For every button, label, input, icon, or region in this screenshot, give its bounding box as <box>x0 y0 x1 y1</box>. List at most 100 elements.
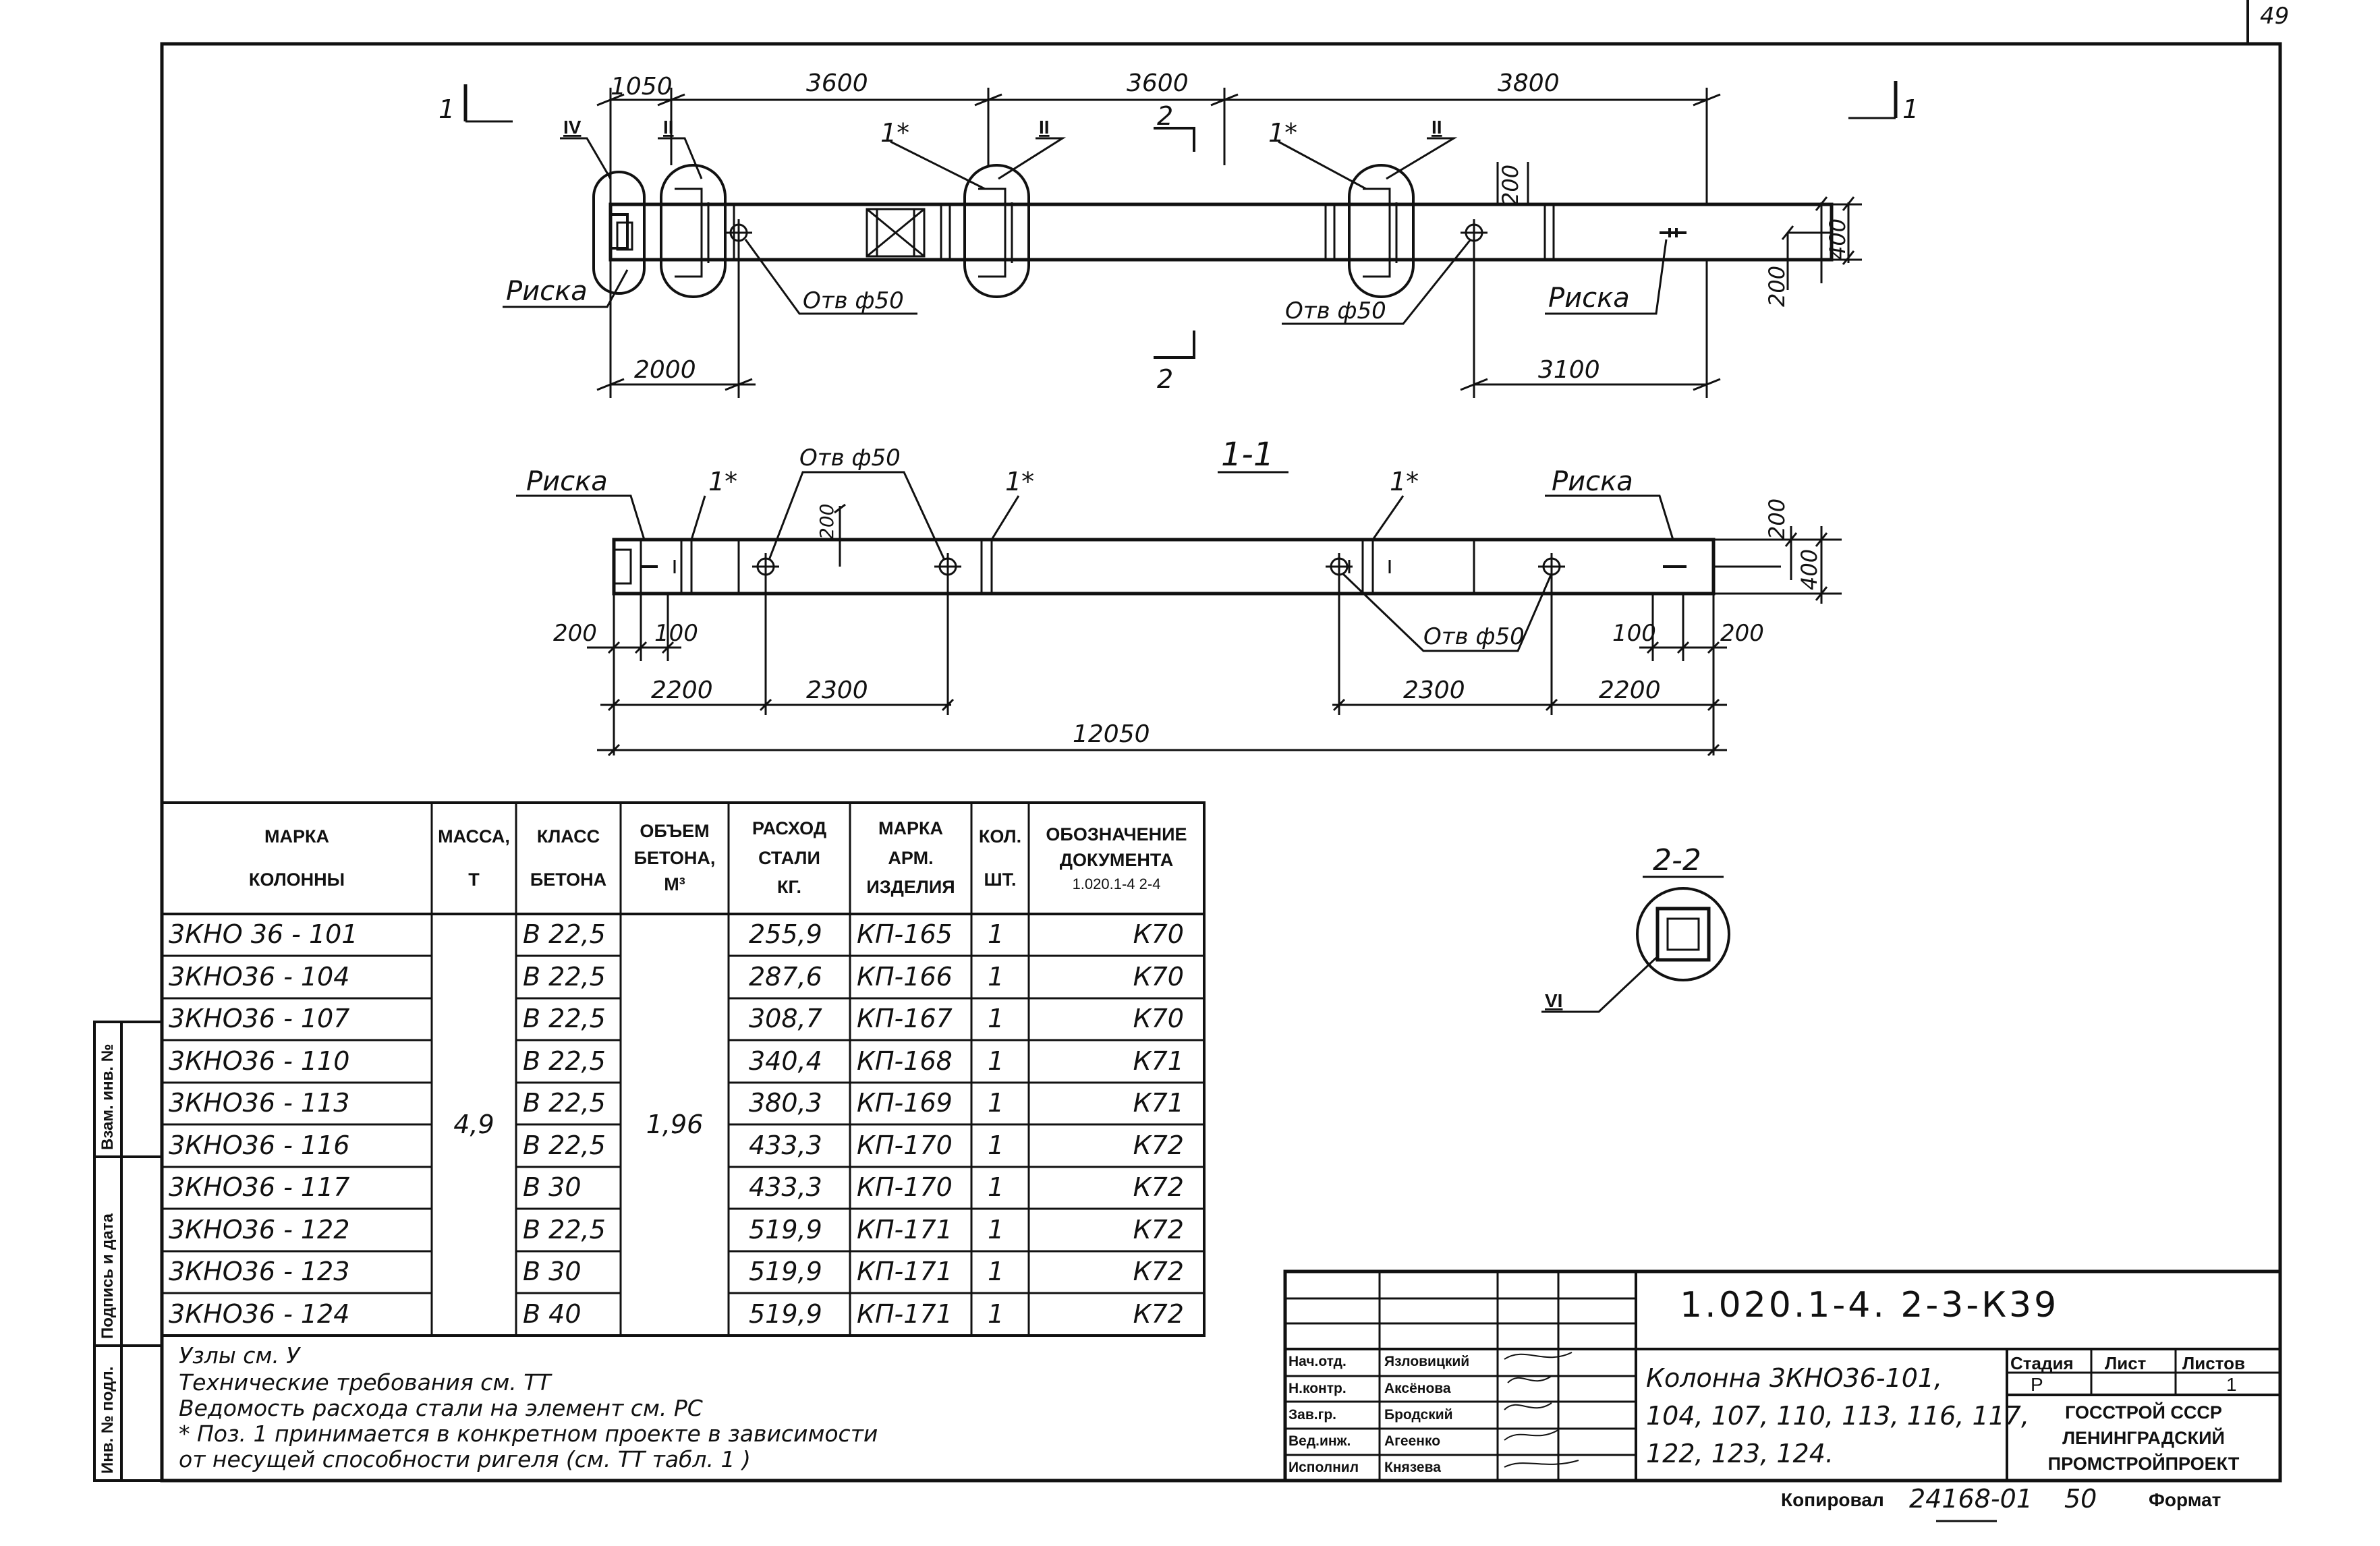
plan-risk-label-a: Риска <box>506 276 588 307</box>
row-steel: 340,4 <box>749 1046 822 1076</box>
row-steel: 519,9 <box>749 1214 822 1244</box>
s11-dim-small-200-left: 200 <box>553 620 597 647</box>
row-class: В 22,5 <box>523 961 606 992</box>
row-class: В 40 <box>523 1298 582 1329</box>
header-class: КЛАСС БЕТОНА <box>516 803 621 914</box>
note-line: Ведомость расхода стали на элемент см. Р… <box>179 1395 703 1421</box>
row-steel: 380,3 <box>749 1088 822 1118</box>
element-title-line: 104, 107, 110, 113, 116, 117, <box>1646 1401 2030 1431</box>
plan-dim-3600b: 3600 <box>1127 69 1189 97</box>
plan-dim-3800: 3800 <box>1498 69 1560 97</box>
copy-sheet: 50 <box>2064 1484 2097 1514</box>
row-arm: КП-168 <box>857 1046 953 1076</box>
person-name: Язловицкий <box>1384 1354 1470 1369</box>
row-doc: К71 <box>1133 1046 1184 1076</box>
copy-label: Копировал <box>1781 1489 1884 1510</box>
header-steel: РАСХОД СТАЛИ КГ. <box>729 803 850 914</box>
header-doc: ОБОЗНАЧЕНИЕ ДОКУМЕНТА 1.020.1-4 2-4 <box>1029 803 1204 914</box>
s11-dim-2200-left: 2200 <box>651 677 713 704</box>
mass-value: 4,9 <box>453 1109 494 1139</box>
row-doc: К70 <box>1133 1004 1184 1034</box>
organization: ГОССТРОЙ СССР ЛЕНИНГРАДСКИЙ ПРОМСТРОЙПРО… <box>2007 1400 2280 1477</box>
role-label: Вед.инж. <box>1288 1433 1351 1449</box>
header-mark-line2: КОЛОННЫ <box>248 869 345 890</box>
section-mark-2-top: 2 <box>1157 101 1173 131</box>
s11-risk-label-a: Риска <box>526 466 608 497</box>
note-line: от несущей способности ригеля (см. ТТ та… <box>179 1446 751 1472</box>
header-volume-line3: М³ <box>664 874 685 895</box>
format-label: Формат <box>2149 1489 2221 1510</box>
node-label-ii-a: II <box>663 117 674 138</box>
row-mark: 3КНО 36 - 101 <box>169 919 358 950</box>
header-mark: МАРКА КОЛОННЫ <box>162 803 432 914</box>
row-qty: 1 <box>988 1298 1004 1329</box>
s11-dim-small-200-right: 200 <box>1720 620 1764 647</box>
row-doc: К72 <box>1133 1298 1184 1329</box>
header-armature-line2: АРМ. <box>888 847 934 868</box>
row-qty: 1 <box>988 1088 1004 1118</box>
s11-dim-small-100-left: 100 <box>654 620 698 647</box>
element-title: Колонна 3КНО36-101, 104, 107, 110, 113, … <box>1646 1359 2029 1472</box>
s11-star-label-c: 1* <box>1390 467 1419 496</box>
row-steel: 308,7 <box>749 1004 822 1034</box>
plan-dim-200-bottom: 200 <box>1764 266 1790 307</box>
organization-line: ЛЕНИНГРАДСКИЙ <box>2062 1428 2225 1448</box>
section-2-2-node-label: VI <box>1545 990 1562 1011</box>
row-arm: КП-171 <box>857 1214 953 1244</box>
s11-star-label-b: 1* <box>1005 467 1034 496</box>
s11-star-label-a: 1* <box>708 467 737 496</box>
section-1-1: 1-1 200 Риска Риска 1* 1* 1* Отв ф50 Отв… <box>516 436 1842 757</box>
row-qty: 1 <box>988 1172 1004 1203</box>
row-doc: К72 <box>1133 1214 1184 1244</box>
header-mass: МАССА, Т <box>432 803 516 914</box>
row-mark: 3КНО36 - 116 <box>169 1130 350 1160</box>
sheet-label: Лист <box>2105 1353 2147 1373</box>
row-arm: КП-171 <box>857 1298 953 1329</box>
node-label-ii-b: II <box>1039 117 1050 138</box>
s11-risk-label-b: Риска <box>1552 466 1633 497</box>
copy-note: Копировал <box>1781 1489 1884 1511</box>
plan-star-label-a: 1* <box>880 118 909 148</box>
s11-dim-200-inner: 200 <box>816 504 838 540</box>
row-doc: К72 <box>1133 1257 1184 1287</box>
row-mark: 3КНО36 - 123 <box>169 1257 350 1287</box>
row-class: В 30 <box>523 1257 582 1287</box>
row-doc: К71 <box>1133 1088 1184 1118</box>
row-class: В 22,5 <box>523 919 606 950</box>
row-arm: КП-166 <box>857 961 953 992</box>
plan-dim-2000: 2000 <box>634 356 696 384</box>
row-class: В 22,5 <box>523 1214 606 1244</box>
node-label-ii-c: II <box>1432 117 1442 138</box>
plan-dim-3100: 3100 <box>1538 356 1600 384</box>
person-name: Князева <box>1384 1460 1441 1475</box>
row-class: В 22,5 <box>523 1046 606 1076</box>
row-arm: КП-170 <box>857 1172 953 1203</box>
row-doc: К72 <box>1133 1130 1184 1160</box>
margin-vzam-label: Взам. инв. № <box>98 1043 117 1150</box>
row-doc: К70 <box>1133 961 1184 992</box>
row-qty: 1 <box>988 1046 1004 1076</box>
s11-hole-label-b: Отв ф50 <box>1423 623 1525 650</box>
header-doc-line1: ОБОЗНАЧЕНИЕ <box>1046 824 1187 844</box>
header-armature-line3: ИЗДЕЛИЯ <box>866 877 955 898</box>
row-steel: 433,3 <box>749 1130 822 1160</box>
s11-dim-2300-right: 2300 <box>1403 677 1465 704</box>
section-2-2-title: 2-2 <box>1653 843 1701 878</box>
header-steel-line2: СТАЛИ <box>758 847 820 868</box>
row-qty: 1 <box>988 1257 1004 1287</box>
note-line: Узлы см. У <box>179 1342 300 1369</box>
header-qty-line2: ШТ. <box>984 869 1017 890</box>
node-label-iv: IV <box>563 117 582 138</box>
row-arm: КП-170 <box>857 1130 953 1160</box>
header-qty-line1: КОЛ. <box>978 826 1022 847</box>
person-name: Бродский <box>1384 1407 1453 1423</box>
plan-dim-1050: 1050 <box>611 73 673 101</box>
header-steel-line3: КГ. <box>777 877 801 898</box>
organization-line: ГОССТРОЙ СССР <box>2065 1402 2222 1423</box>
role-label: Нач.отд. <box>1288 1354 1347 1369</box>
header-volume-line2: БЕТОНА, <box>633 847 716 868</box>
section-1-1-title: 1-1 <box>1221 436 1274 474</box>
note-line: * Поз. 1 принимается в конкретном проект… <box>179 1421 878 1447</box>
person-name: Агеенко <box>1384 1433 1441 1449</box>
plan-risk-label-b: Риска <box>1548 283 1630 314</box>
